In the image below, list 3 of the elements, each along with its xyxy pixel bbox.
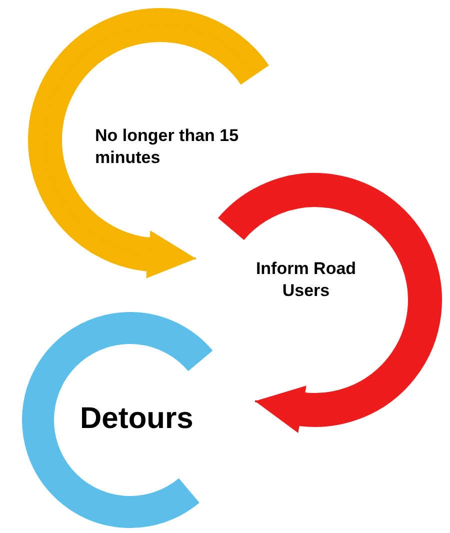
step-text: Detours	[60, 385, 260, 460]
step-text: No longer than 15 minutes	[80, 70, 300, 175]
step-text: Inform Road Users	[191, 224, 376, 320]
